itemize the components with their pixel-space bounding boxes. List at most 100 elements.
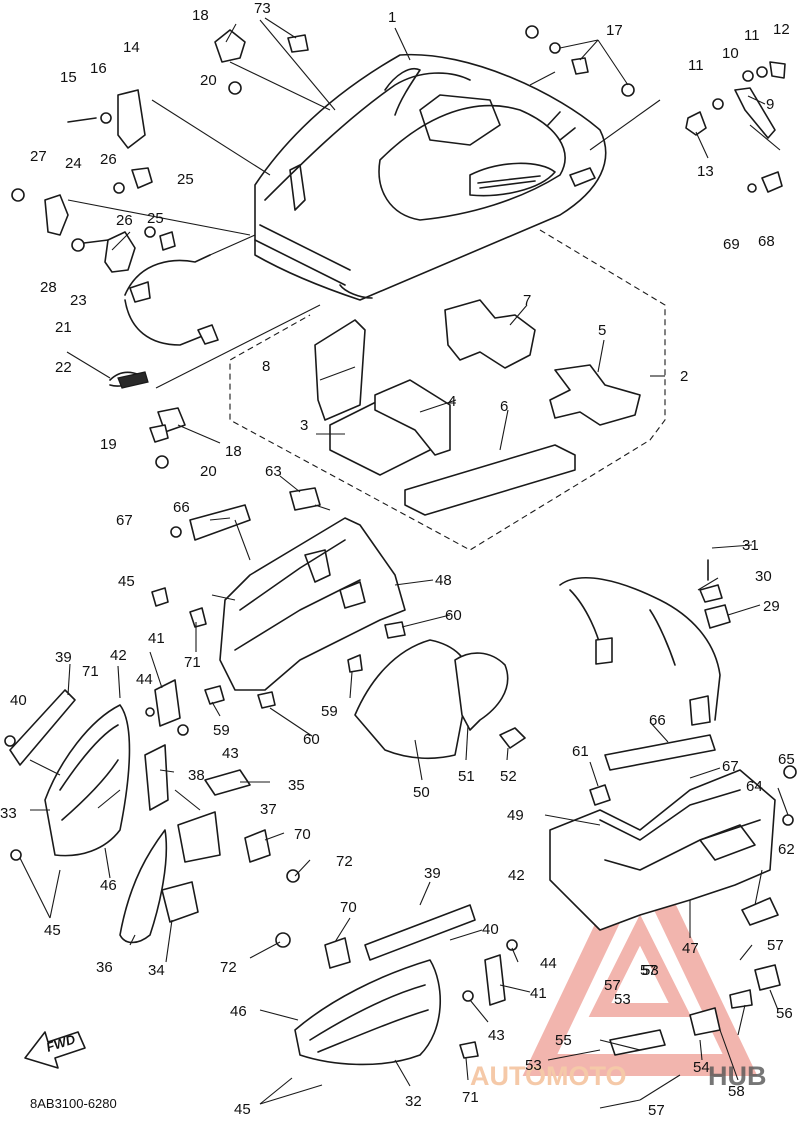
callout: 18: [192, 7, 209, 24]
callout: 26: [100, 151, 117, 168]
callout: 52: [500, 768, 517, 785]
callout: 41: [148, 630, 165, 647]
callout: 12: [773, 21, 790, 38]
callout: 53: [642, 962, 659, 979]
callout: 66: [649, 712, 666, 729]
callout: 1: [388, 9, 396, 26]
callout: 42: [508, 867, 525, 884]
callout: 25: [177, 171, 194, 188]
callout: 51: [458, 768, 475, 785]
callout: 72: [336, 853, 353, 870]
callout: 9: [766, 96, 774, 113]
callout: 39: [424, 865, 441, 882]
callout: 33: [0, 805, 17, 822]
callout: 54: [693, 1059, 710, 1076]
callout: 3: [300, 417, 308, 434]
callout: 43: [488, 1027, 505, 1044]
callout: 46: [100, 877, 117, 894]
callout: 34: [148, 962, 165, 979]
callout: 24: [65, 155, 82, 172]
callout: 71: [184, 654, 201, 671]
callout: 26: [116, 212, 133, 229]
callout: 55: [555, 1032, 572, 1049]
callout-numbers: 1 2 3 4 5 6 7 8 9 10 11 11 12 13 14 15 1…: [0, 0, 795, 1119]
callout: 53: [614, 991, 631, 1008]
callout: 32: [405, 1093, 422, 1110]
callout: 71: [462, 1089, 479, 1106]
callout: 29: [763, 598, 780, 615]
callout: 10: [722, 45, 739, 62]
callout: 30: [755, 568, 772, 585]
callout: 35: [288, 777, 305, 794]
upper-cowling: [254, 53, 607, 301]
right-lower-cowling: [549, 734, 797, 931]
leader-lines: [19, 17, 789, 1109]
callout: 2: [680, 368, 688, 385]
callout: 73: [254, 0, 271, 17]
callout: 45: [234, 1101, 251, 1118]
callout: 20: [200, 463, 217, 480]
callout: 8: [262, 358, 270, 375]
callout: 48: [435, 572, 452, 589]
callout: 40: [482, 921, 499, 938]
callout: 11: [744, 27, 760, 44]
callout: 6: [500, 398, 508, 415]
callout: 16: [90, 60, 107, 77]
callout: 40: [10, 692, 27, 709]
callout: 50: [413, 784, 430, 801]
left-hardware: [11, 29, 309, 469]
misc-parts: [4, 679, 781, 1059]
callout: 17: [606, 22, 623, 39]
callout: 61: [572, 743, 589, 760]
callout: 56: [776, 1005, 793, 1022]
callout: 49: [507, 807, 524, 824]
callout: 46: [230, 1003, 247, 1020]
watermark-text-2: HUB: [708, 1061, 767, 1091]
callout: 62: [778, 841, 795, 858]
callout: 47: [682, 940, 699, 957]
callout: 39: [55, 649, 72, 666]
foam-pads: [314, 299, 641, 516]
callout: 27: [30, 148, 47, 165]
callout: 20: [200, 72, 217, 89]
callout: 22: [55, 359, 72, 376]
callout: 72: [220, 959, 237, 976]
callout: 15: [60, 69, 77, 86]
callout: 67: [116, 512, 133, 529]
callout: 44: [136, 671, 153, 688]
callout: 57: [604, 977, 621, 994]
callout: 44: [540, 955, 557, 972]
inner-panel: [151, 487, 406, 709]
kit-box-outline: [229, 229, 666, 551]
callout: 45: [44, 922, 61, 939]
callout: 11: [688, 57, 704, 74]
side-panels: [354, 639, 526, 760]
callout: 41: [530, 985, 547, 1002]
callout: 53: [525, 1057, 542, 1074]
callout: 23: [70, 292, 87, 309]
callout: 42: [110, 647, 127, 664]
callout: 67: [722, 758, 739, 775]
callout: 70: [340, 899, 357, 916]
callout: 18: [225, 443, 242, 460]
callout: 14: [123, 39, 140, 56]
callout: 63: [265, 463, 282, 480]
callout: 64: [746, 778, 763, 795]
wire-harness: [559, 559, 731, 726]
right-hardware: [525, 25, 786, 193]
callout: 65: [778, 751, 795, 768]
callout: 60: [303, 731, 320, 748]
callout: 4: [448, 393, 456, 410]
callout: 19: [100, 436, 117, 453]
callout: 59: [213, 722, 230, 739]
callout: 37: [260, 801, 277, 818]
left-lower-cowling: [9, 689, 476, 1066]
callout: 59: [321, 703, 338, 720]
diagram-code: 8AB3100-6280: [30, 1096, 117, 1111]
forward-direction-arrow: FWD: [24, 1031, 86, 1069]
callout: 57: [767, 937, 784, 954]
callout: 25: [147, 210, 164, 227]
callout: 36: [96, 959, 113, 976]
callout: 58: [728, 1083, 745, 1100]
